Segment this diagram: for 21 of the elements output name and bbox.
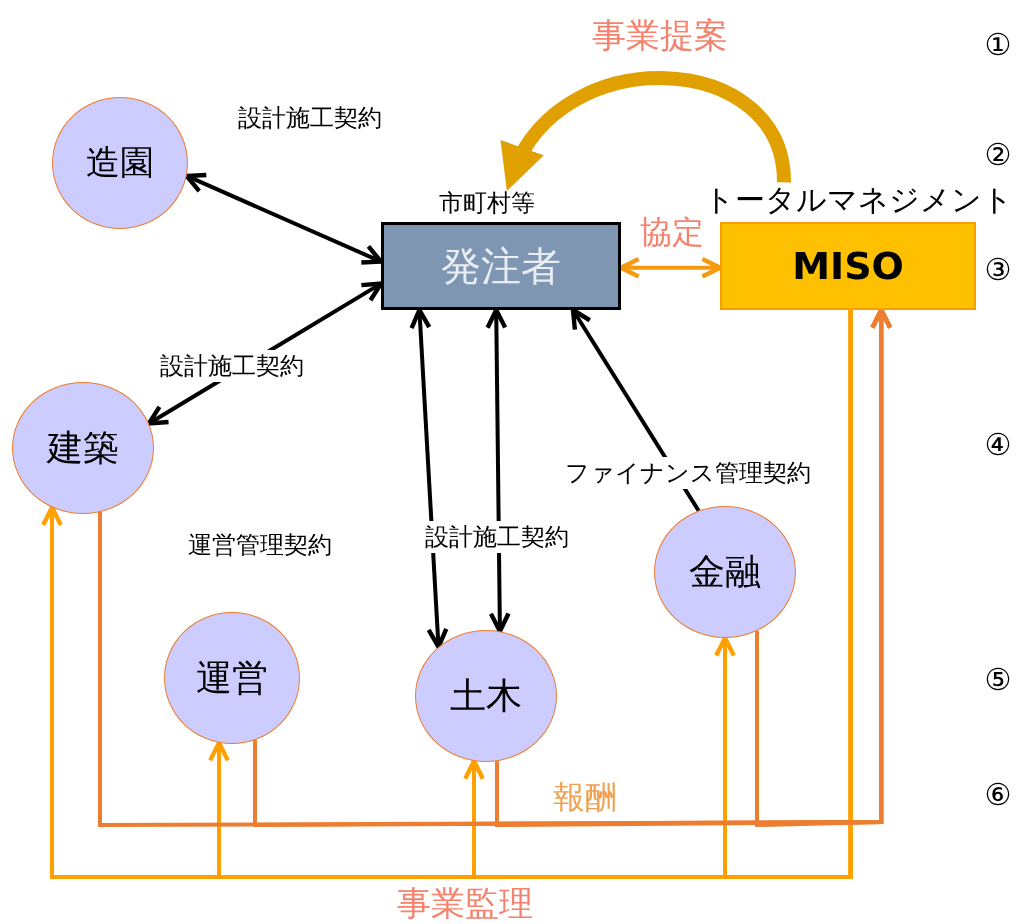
callout-number: ⑥ (984, 780, 1012, 810)
callout-number: ① (984, 30, 1012, 60)
circle-node: 運営 (164, 612, 300, 744)
callout-number: ④ (984, 430, 1012, 460)
arrow (714, 310, 853, 879)
circle-node: 建築 (12, 382, 154, 514)
edge-label: 事業提案 (592, 18, 728, 52)
circle-node: 土木 (415, 630, 557, 762)
callout-number: ③ (984, 255, 1012, 285)
node-label: 市町村等 (439, 191, 535, 215)
edge-label: 事業監理 (397, 886, 533, 920)
circle-node: 金融 (654, 506, 796, 638)
callout-number: ⑤ (984, 665, 1012, 695)
note-label: 運営管理契約 (188, 533, 332, 557)
edge-label: 報酬 (553, 781, 617, 813)
process-box: MISO (720, 222, 976, 310)
circle-node: 造園 (52, 97, 188, 229)
node-label: トータルマネジメント (703, 185, 1013, 215)
edge-label: 協定 (640, 216, 704, 248)
process-box: 発注者 (381, 222, 621, 310)
callout-number: ② (984, 140, 1012, 170)
